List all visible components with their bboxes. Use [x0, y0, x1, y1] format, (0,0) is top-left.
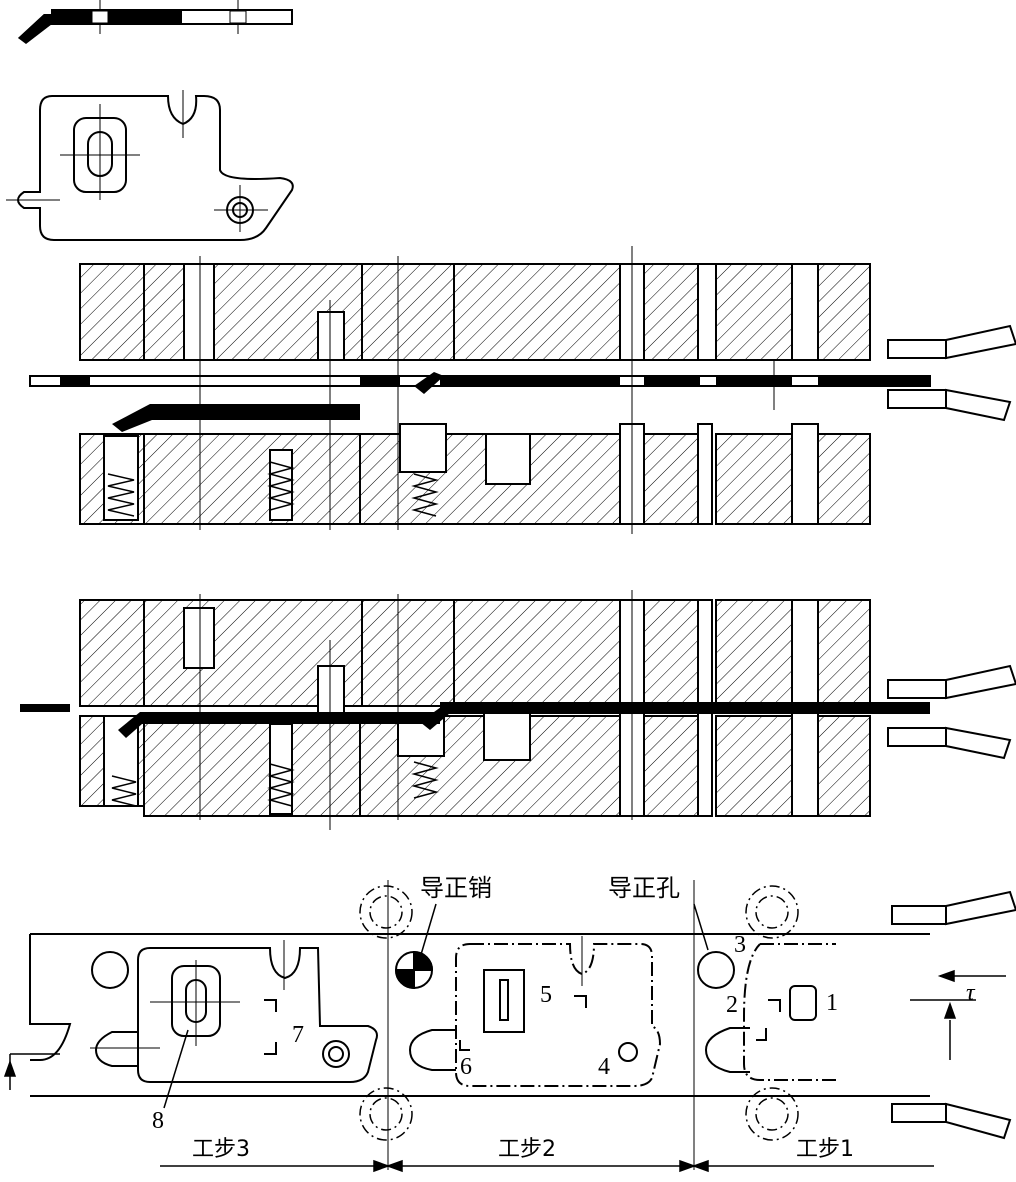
- callout-3: 3: [734, 932, 746, 958]
- pilot-hole-label: 导正孔: [608, 874, 680, 902]
- callout-4: 4: [598, 1054, 610, 1080]
- die-section-closed: [20, 590, 1016, 830]
- callout-8: 8: [152, 1108, 164, 1134]
- callout-5: 5: [540, 982, 552, 1008]
- die-section-open: [29, 246, 1016, 534]
- step-3-label: 工步3: [192, 1137, 250, 1162]
- step-1-label: 工步1: [796, 1137, 854, 1162]
- callout-6: 6: [460, 1054, 472, 1080]
- tau-label: τ: [966, 980, 976, 1006]
- part-side-view: [18, 0, 293, 44]
- callout-1: 1: [826, 990, 838, 1016]
- callout-7: 7: [292, 1022, 304, 1048]
- step-2-label: 工步2: [498, 1137, 556, 1162]
- part-plan-view: [6, 90, 294, 241]
- strip-layout: [3, 880, 1016, 1173]
- pilot-pin-label: 导正销: [420, 874, 492, 902]
- callout-2: 2: [726, 992, 738, 1018]
- labels: 导正销 导正孔 1 2 3 4 5 6 7 8 τ 工步3 工步2 工步1: [152, 874, 976, 1162]
